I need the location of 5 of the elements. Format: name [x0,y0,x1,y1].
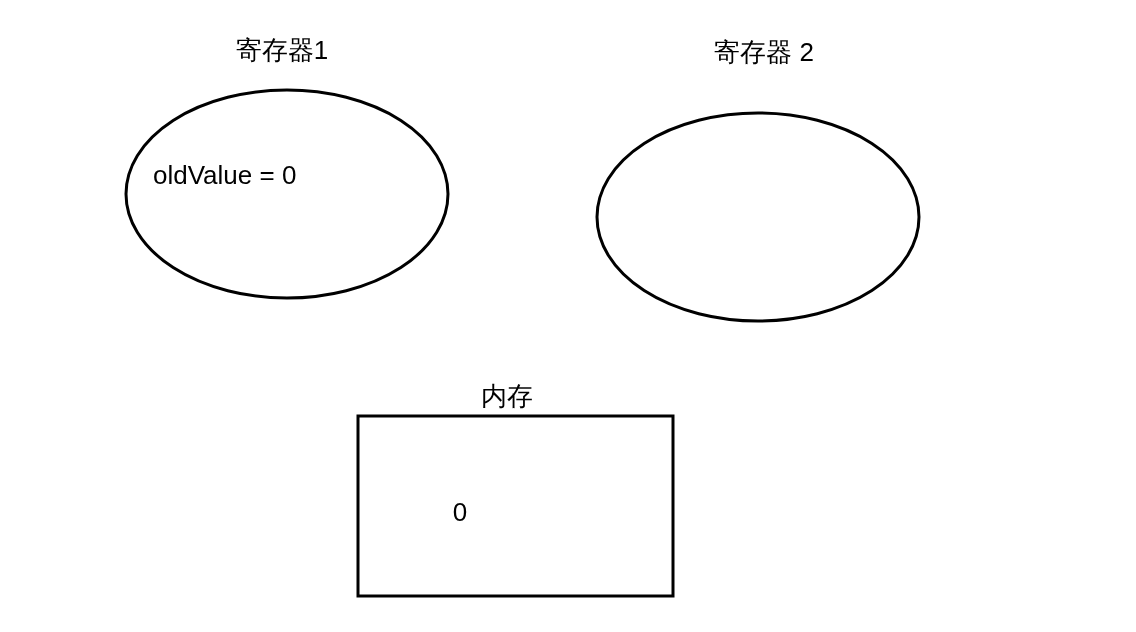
heading-label: 内存 [481,381,533,411]
heading-label: 寄存器 2 [714,37,814,67]
value-text: 0 [452,497,468,527]
value-text: oldValue = 0 [153,160,297,190]
heading-label: 寄存器1 [235,35,329,65]
